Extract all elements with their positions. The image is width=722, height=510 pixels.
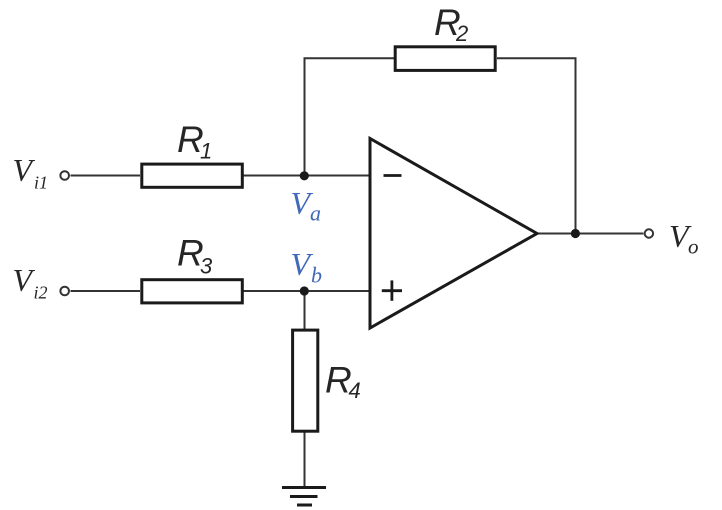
svg-text:R: R [177, 233, 204, 274]
svg-text:i1: i1 [34, 173, 48, 193]
svg-text:a: a [310, 201, 321, 226]
svg-text:R: R [325, 360, 352, 401]
svg-text:i2: i2 [34, 283, 48, 303]
svg-text:4: 4 [349, 378, 361, 403]
svg-text:1: 1 [200, 139, 212, 164]
svg-text:R: R [434, 2, 461, 43]
svg-text:V: V [291, 185, 314, 221]
svg-text:o: o [688, 235, 699, 259]
svg-text:V: V [13, 152, 36, 188]
svg-text:2: 2 [455, 21, 468, 46]
svg-text:V: V [669, 218, 692, 254]
svg-text:R: R [177, 119, 204, 160]
svg-text:V: V [291, 246, 314, 282]
svg-text:b: b [311, 262, 322, 287]
svg-text:V: V [13, 262, 36, 298]
svg-text:3: 3 [200, 254, 213, 279]
